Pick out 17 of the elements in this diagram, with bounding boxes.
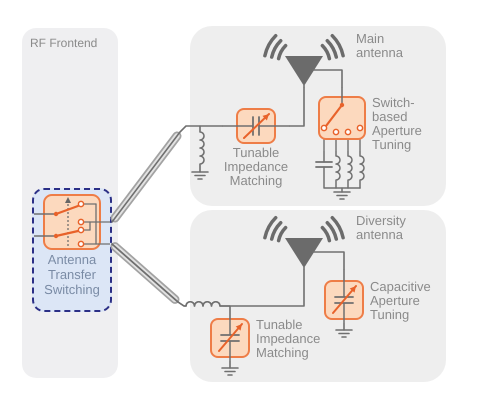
block-label: Capacitive Aperture Tuning (370, 280, 432, 322)
block-label: Tunable Impedance Matching (222, 146, 290, 188)
block-label: Tunable Impedance Matching (256, 318, 322, 360)
wire (111, 125, 223, 223)
wire (289, 87, 305, 127)
panel (190, 26, 446, 206)
wire (341, 87, 343, 97)
antenna-label: Diversity antenna (356, 214, 407, 242)
panel (22, 28, 118, 378)
antenna-label: Main antenna (356, 32, 404, 60)
block-label: Switch-based Aperture Tuning (372, 96, 423, 152)
block-label: Antenna Transfer Switching (43, 252, 101, 297)
wire (111, 243, 305, 307)
highlight-box (32, 188, 112, 312)
panel-title: RF Frontend (30, 36, 98, 50)
panel (190, 210, 446, 382)
wire (343, 269, 345, 281)
